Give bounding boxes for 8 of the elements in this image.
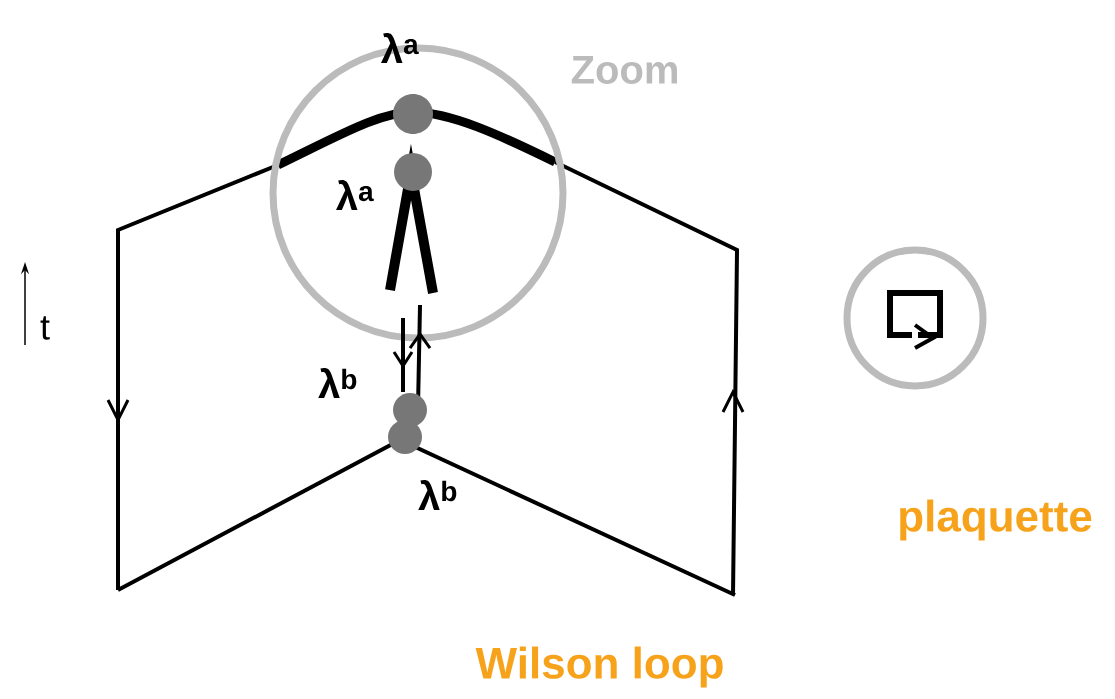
greek-label: λ$^{b}$ <box>318 368 357 398</box>
wilson-loop-label: Wilson loop <box>475 646 723 688</box>
zoom-label: Zoom <box>571 56 677 84</box>
greek-label: λ$^{a}$ <box>336 180 374 210</box>
greek-label: λ$^{b}$ <box>418 480 457 510</box>
plaquette-label: plaquette <box>900 499 1092 541</box>
greek-label: λ$^{a}$ <box>381 33 419 63</box>
axis-label: t <box>40 316 50 340</box>
